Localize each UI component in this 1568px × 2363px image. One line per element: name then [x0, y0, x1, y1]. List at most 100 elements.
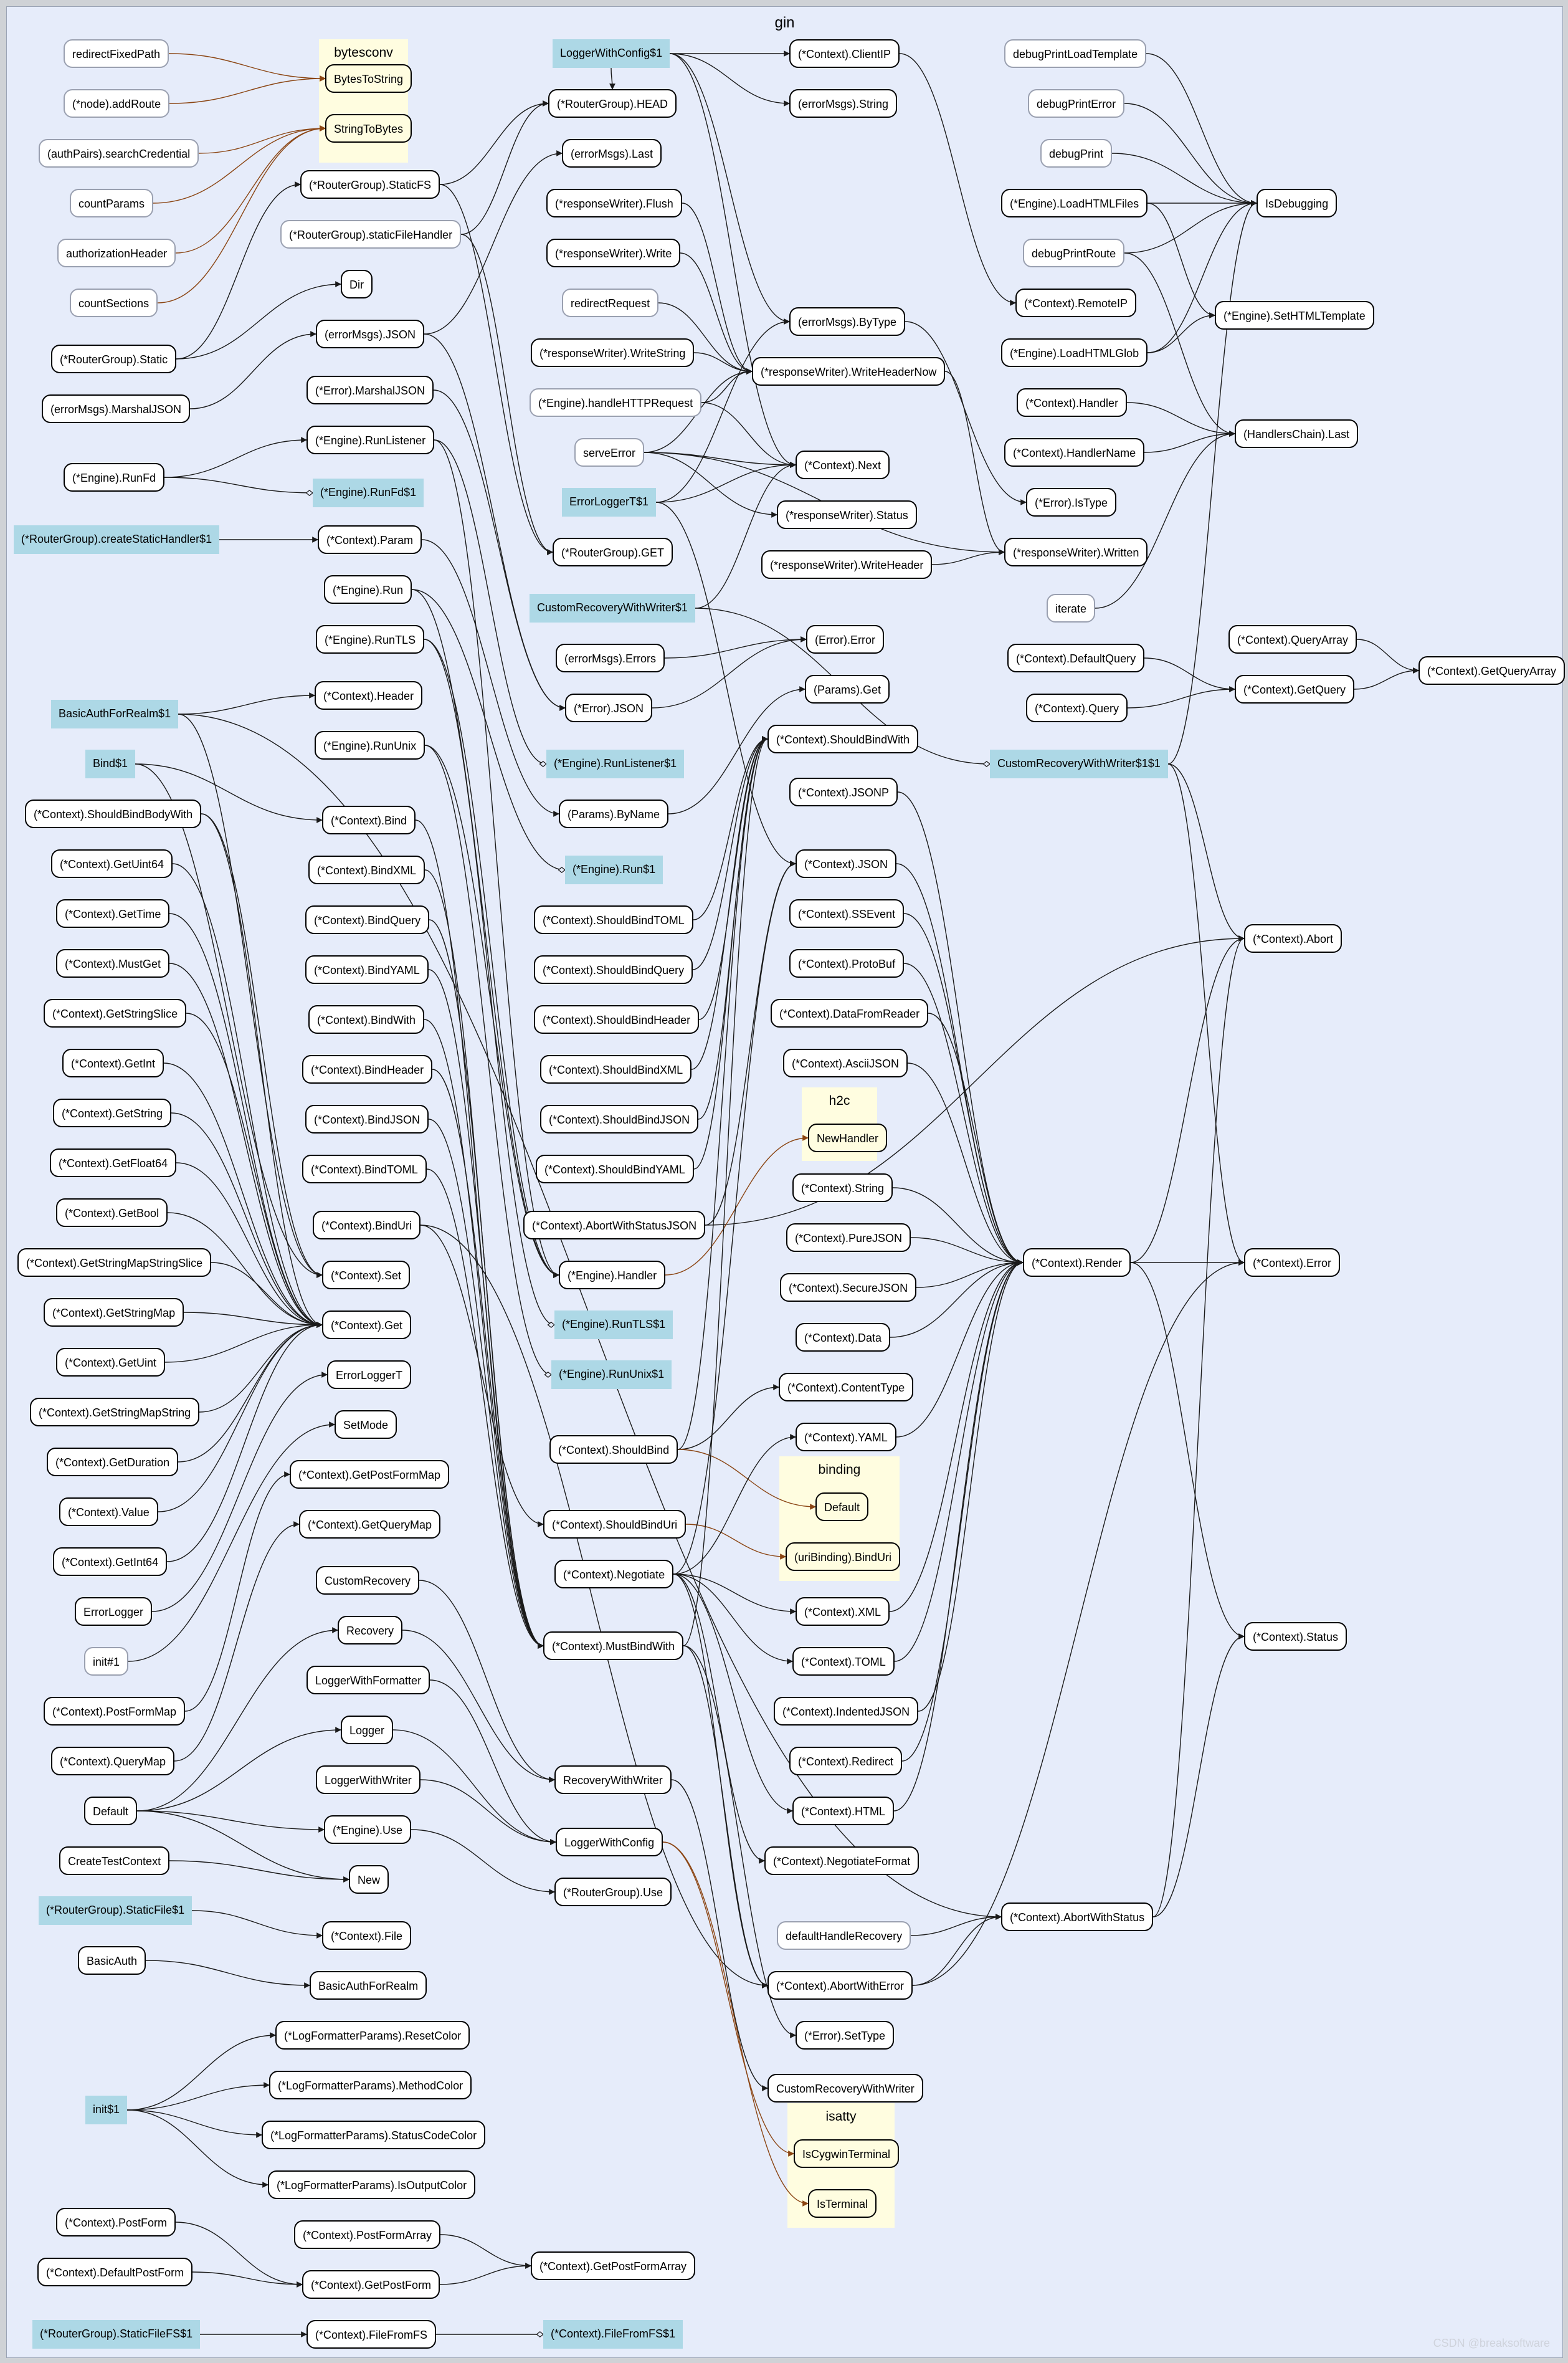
node-rgStaticFileFS1[interactable]: (*RouterGroup).StaticFileFS$1 — [32, 2320, 201, 2349]
node-ctxStatus[interactable]: (*Context).Status — [1244, 1622, 1347, 1651]
node-rwWriteHeaderNow[interactable]: (*responseWriter).WriteHeaderNow — [752, 357, 946, 386]
node-ctxFileFromFS1[interactable]: (*Context).FileFromFS$1 — [543, 2320, 683, 2349]
node-rwWrite[interactable]: (*responseWriter).Write — [546, 239, 681, 267]
node-handlersChainLast[interactable]: (HandlersChain).Last — [1235, 419, 1359, 448]
node-default[interactable]: Default — [84, 1797, 138, 1825]
node-ctxQueryArray[interactable]: (*Context).QueryArray — [1228, 625, 1357, 654]
node-initS1[interactable]: init$1 — [85, 2096, 128, 2124]
node-engineLoadHTMLGlob[interactable]: (*Engine).LoadHTMLGlob — [1001, 338, 1148, 367]
node-recovery[interactable]: Recovery — [338, 1616, 403, 1645]
node-ctxRedirect[interactable]: (*Context).Redirect — [789, 1747, 903, 1775]
node-ctxQuery[interactable]: (*Context).Query — [1026, 694, 1128, 722]
node-ctxGetPostFormMap[interactable]: (*Context).GetPostFormMap — [290, 1460, 450, 1489]
node-engineRunUnix1[interactable]: (*Engine).RunUnix$1 — [551, 1360, 672, 1389]
node-ctxParam[interactable]: (*Context).Param — [318, 525, 422, 554]
node-paramsGet[interactable]: (Params).Get — [805, 675, 890, 704]
node-ctxShouldBindTOML[interactable]: (*Context).ShouldBindTOML — [534, 905, 693, 934]
node-setMode[interactable]: SetMode — [335, 1410, 397, 1439]
node-errorMarshalJSON[interactable]: (*Error).MarshalJSON — [306, 376, 434, 404]
node-errorLogger[interactable]: ErrorLogger — [75, 1597, 153, 1626]
node-rgGET[interactable]: (*RouterGroup).GET — [553, 538, 673, 566]
node-ctxGetTime[interactable]: (*Context).GetTime — [56, 899, 170, 928]
node-ctxShouldBindYAML[interactable]: (*Context).ShouldBindYAML — [536, 1155, 694, 1183]
node-customRecoveryWithWriter11[interactable]: CustomRecoveryWithWriter$1$1 — [990, 750, 1168, 778]
node-lfpResetColor[interactable]: (*LogFormatterParams).ResetColor — [275, 2021, 470, 2050]
node-engineRunUnix[interactable]: (*Engine).RunUnix — [315, 731, 425, 760]
node-engineSetHTMLTemplate[interactable]: (*Engine).SetHTMLTemplate — [1215, 301, 1374, 330]
node-ctxContentType[interactable]: (*Context).ContentType — [779, 1373, 914, 1401]
node-basicAuthForRealm1[interactable]: BasicAuthForRealm$1 — [51, 700, 179, 728]
node-ctxBindHeader[interactable]: (*Context).BindHeader — [302, 1055, 433, 1084]
node-customRecovery[interactable]: CustomRecovery — [316, 1566, 420, 1595]
node-ctxGetPostForm[interactable]: (*Context).GetPostForm — [302, 2270, 440, 2299]
node-debugPrintLoadTemplate[interactable]: debugPrintLoadTemplate — [1004, 39, 1147, 68]
node-errorLoggerT[interactable]: ErrorLoggerT — [327, 1360, 412, 1389]
node-ctxBindWith[interactable]: (*Context).BindWith — [308, 1005, 425, 1034]
node-errorSetType[interactable]: (*Error).SetType — [796, 2021, 895, 2050]
node-ctxMustBindWith[interactable]: (*Context).MustBindWith — [543, 1631, 684, 1660]
node-ctxJSON[interactable]: (*Context).JSON — [796, 849, 897, 878]
node-bindingDefault[interactable]: Default — [815, 1492, 869, 1521]
node-ctxData[interactable]: (*Context).Data — [796, 1323, 891, 1352]
node-ctxAbortWithError[interactable]: (*Context).AbortWithError — [767, 1971, 913, 2000]
node-ctxShouldBindHeader[interactable]: (*Context).ShouldBindHeader — [534, 1005, 700, 1034]
node-ctxHTML[interactable]: (*Context).HTML — [792, 1797, 895, 1825]
node-ctxQueryMap[interactable]: (*Context).QueryMap — [51, 1747, 175, 1775]
node-ctxShouldBindQuery[interactable]: (*Context).ShouldBindQuery — [534, 955, 693, 984]
node-ctxAsciiJSON[interactable]: (*Context).AsciiJSON — [783, 1049, 908, 1077]
node-createTestContext[interactable]: CreateTestContext — [59, 1846, 170, 1875]
node-ctxFile[interactable]: (*Context).File — [322, 1921, 412, 1950]
node-engineRunListener1[interactable]: (*Engine).RunListener$1 — [546, 750, 685, 778]
node-ctxJSONP[interactable]: (*Context).JSONP — [789, 778, 898, 806]
node-ctxRemoteIP[interactable]: (*Context).RemoteIP — [1015, 289, 1137, 317]
node-errorError[interactable]: (Error).Error — [806, 625, 884, 654]
node-ctxAbortWithStatus[interactable]: (*Context).AbortWithStatus — [1001, 1902, 1154, 1931]
node-ctxPostForm[interactable]: (*Context).PostForm — [56, 2208, 176, 2236]
node-ctxFileFromFS[interactable]: (*Context).FileFromFS — [306, 2320, 437, 2349]
node-engineHandler[interactable]: (*Engine).Handler — [559, 1261, 666, 1289]
node-ctxGetStringSlice[interactable]: (*Context).GetStringSlice — [44, 999, 187, 1028]
node-bytesToString[interactable]: BytesToString — [325, 64, 412, 93]
node-lfpMethodColor[interactable]: (*LogFormatterParams).MethodColor — [269, 2071, 472, 2099]
node-createStaticHandler1[interactable]: (*RouterGroup).createStaticHandler$1 — [14, 525, 220, 554]
node-stringToBytes[interactable]: StringToBytes — [325, 114, 412, 143]
node-ctxGetDuration[interactable]: (*Context).GetDuration — [47, 1448, 179, 1476]
node-lfpIsOutputColor[interactable]: (*LogFormatterParams).IsOutputColor — [268, 2170, 476, 2199]
node-errorMsgsJSON[interactable]: (errorMsgs).JSON — [316, 320, 425, 348]
node-rwWritten[interactable]: (*responseWriter).Written — [1004, 538, 1148, 566]
node-loggerWithFormatter[interactable]: LoggerWithFormatter — [306, 1666, 430, 1694]
node-recoveryWithWriter[interactable]: RecoveryWithWriter — [554, 1765, 672, 1794]
node-loggerWithConfig1[interactable]: LoggerWithConfig$1 — [553, 39, 670, 68]
node-rwWriteHeader[interactable]: (*responseWriter).WriteHeader — [761, 550, 933, 579]
node-ctxShouldBind[interactable]: (*Context).ShouldBind — [549, 1435, 678, 1464]
node-ctxBindJSON[interactable]: (*Context).BindJSON — [305, 1105, 429, 1134]
node-ctxHandler[interactable]: (*Context).Handler — [1017, 388, 1128, 417]
node-ctxXML[interactable]: (*Context).XML — [796, 1597, 890, 1626]
node-errorLoggerT1[interactable]: ErrorLoggerT$1 — [562, 488, 657, 517]
node-ctxDefaultPostForm[interactable]: (*Context).DefaultPostForm — [37, 2258, 193, 2286]
node-ctxTOML[interactable]: (*Context).TOML — [792, 1647, 895, 1676]
node-rgStaticFileHandler[interactable]: (*RouterGroup).staticFileHandler — [280, 220, 462, 249]
node-ctxAbortWithStatusJSON[interactable]: (*Context).AbortWithStatusJSON — [523, 1211, 706, 1239]
node-engineLoadHTMLFiles[interactable]: (*Engine).LoadHTMLFiles — [1001, 189, 1148, 217]
node-searchCredential[interactable]: (authPairs).searchCredential — [39, 139, 199, 168]
node-paramsByName[interactable]: (Params).ByName — [559, 800, 669, 828]
node-ctxGetString[interactable]: (*Context).GetString — [53, 1099, 172, 1127]
node-redirectFixedPath[interactable]: redirectFixedPath — [64, 39, 169, 68]
node-addRoute[interactable]: (*node).addRoute — [64, 89, 170, 118]
node-ctxBindYAML[interactable]: (*Context).BindYAML — [305, 955, 429, 984]
node-isTerminal[interactable]: IsTerminal — [808, 2189, 877, 2218]
node-rwStatus[interactable]: (*responseWriter).Status — [777, 500, 917, 529]
node-authorizationHeader[interactable]: authorizationHeader — [57, 239, 176, 267]
node-countParams[interactable]: countParams — [70, 189, 154, 217]
node-engineRun[interactable]: (*Engine).Run — [324, 575, 412, 604]
node-bind1[interactable]: Bind$1 — [85, 750, 136, 778]
node-isDebugging[interactable]: IsDebugging — [1257, 189, 1338, 217]
node-ctxSet[interactable]: (*Context).Set — [322, 1261, 411, 1289]
node-ctxDefaultQuery[interactable]: (*Context).DefaultQuery — [1007, 644, 1145, 672]
node-ctxShouldBindJSON[interactable]: (*Context).ShouldBindJSON — [540, 1105, 699, 1134]
node-customRecoveryWithWriter1[interactable]: CustomRecoveryWithWriter$1 — [530, 594, 695, 623]
node-newHandler[interactable]: NewHandler — [808, 1124, 888, 1152]
node-ctxYAML[interactable]: (*Context).YAML — [796, 1423, 896, 1451]
node-ctxBind[interactable]: (*Context).Bind — [322, 806, 416, 834]
